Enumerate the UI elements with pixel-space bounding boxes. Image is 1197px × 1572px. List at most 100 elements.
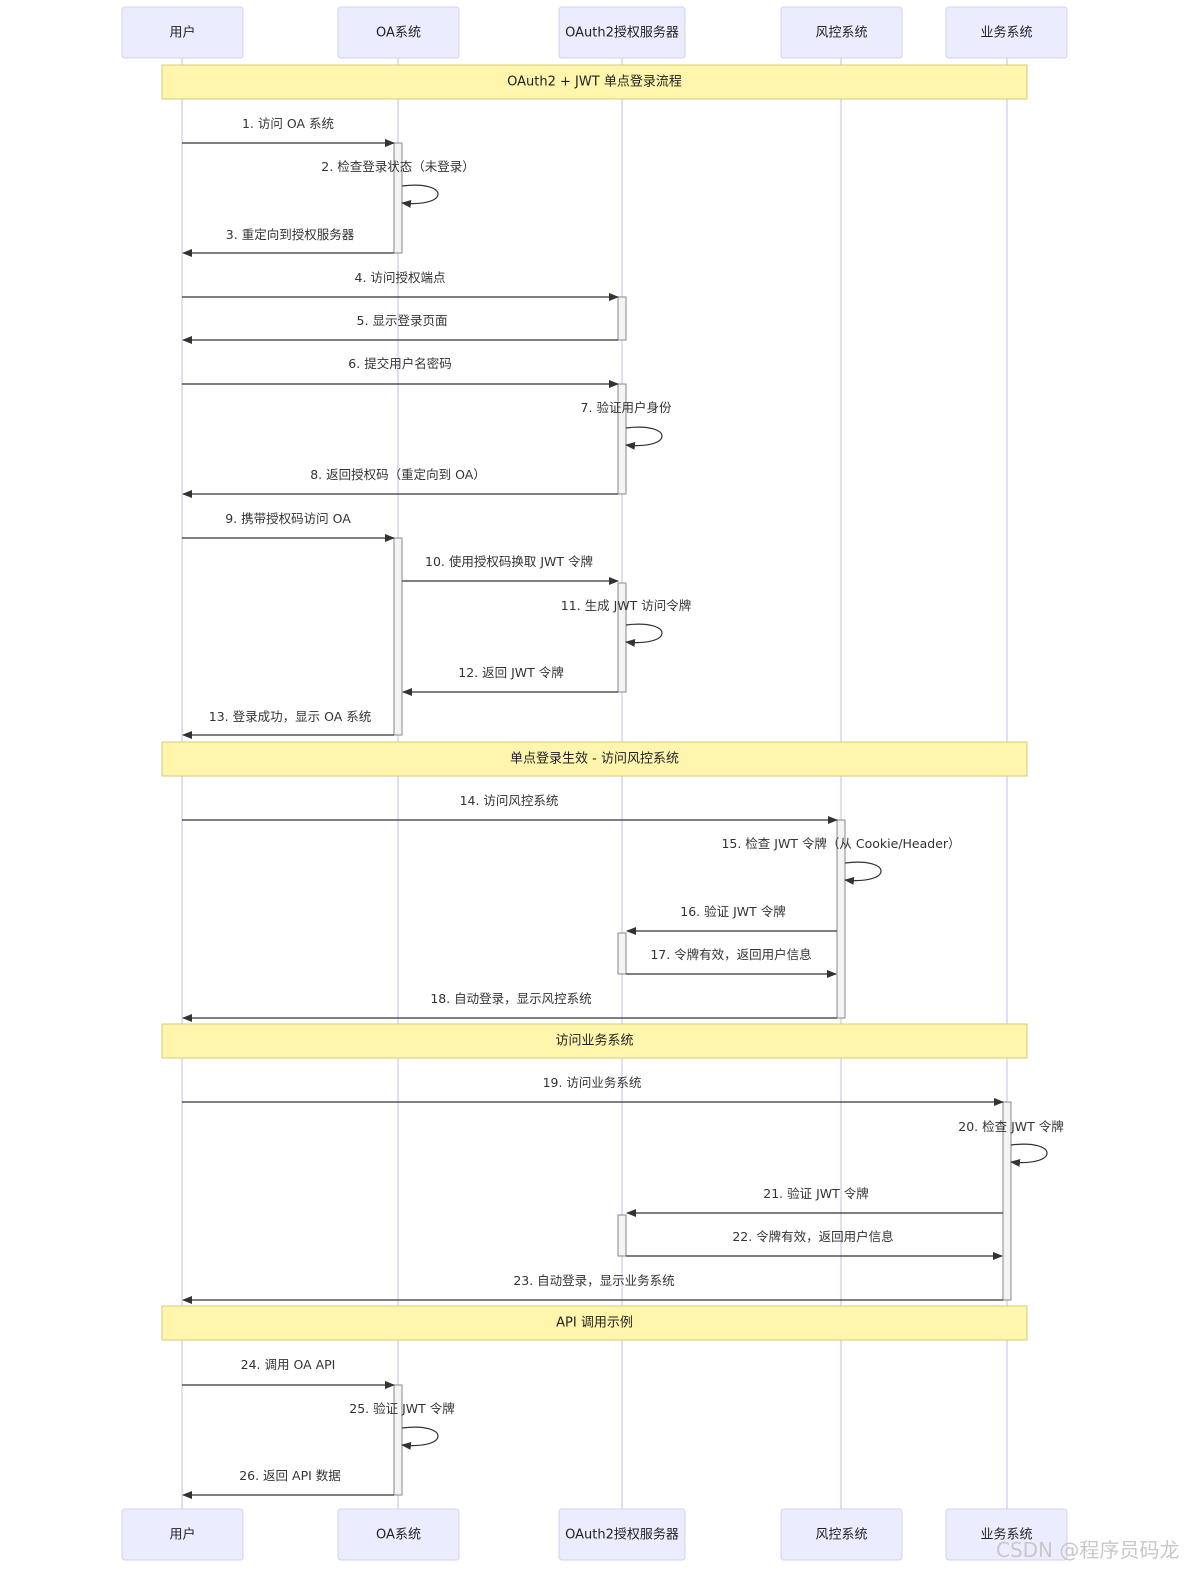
actor-box (337, 1508, 460, 1561)
message-label: 7. 验证用户身份 (581, 400, 672, 415)
message-label: 6. 提交用户名密码 (348, 356, 451, 371)
note-section: 单点登录生效 - 访问风控系统 (161, 741, 1028, 777)
message: 24. 调用 OA API (182, 1357, 395, 1389)
message: 3. 重定向到授权服务器 (182, 227, 394, 257)
actor-user: 用户 (121, 6, 244, 59)
actor-label: 业务系统 (980, 1527, 1032, 1543)
message: 6. 提交用户名密码 (182, 356, 619, 388)
watermark: CSDN @程序员码龙 (996, 1538, 1179, 1562)
message-label: 10. 使用授权码换取 JWT 令牌 (425, 554, 593, 569)
note-box (161, 64, 1028, 100)
actor-box (558, 6, 686, 59)
actor-label: 用户 (169, 25, 195, 41)
note-text: API 调用示例 (556, 1316, 633, 1331)
message-label: 24. 调用 OA API (241, 1357, 336, 1372)
message-label: 2. 检查登录状态（未登录） (321, 159, 474, 174)
message-self-arrow (844, 861, 882, 885)
activation-bar (617, 582, 627, 693)
message-label: 5. 显示登录页面 (357, 313, 448, 328)
message-self-arrow (1010, 1143, 1048, 1167)
actor-label: 业务系统 (980, 25, 1032, 41)
actor-label: OAuth2授权服务器 (565, 1527, 679, 1543)
message: 19. 访问业务系统 (182, 1075, 1004, 1106)
actor-label: OAuth2授权服务器 (565, 25, 679, 41)
actor-box (121, 1508, 244, 1561)
message-label: 9. 携带授权码访问 OA (225, 511, 351, 526)
actor-label: OA系统 (376, 1528, 421, 1543)
message: 14. 访问风控系统 (182, 793, 838, 824)
activation-bar (836, 819, 846, 1019)
message: 7. 验证用户身份 (581, 400, 672, 450)
actor-box (337, 6, 460, 59)
message-label: 17. 令牌有效，返回用户信息 (650, 947, 811, 962)
note-section: OAuth2 + JWT 单点登录流程 (161, 64, 1028, 100)
actor-auth: OAuth2授权服务器 (558, 6, 686, 59)
message-self-arrow (401, 184, 439, 208)
message-label: 4. 访问授权端点 (355, 270, 446, 285)
messages: 1. 访问 OA 系统 2. 检查登录状态（未登录） 3. 重定向到授权服务器 … (182, 116, 1064, 1499)
activation-bar (1002, 1101, 1012, 1301)
message: 12. 返回 JWT 令牌 (402, 665, 618, 696)
actor-box (780, 6, 903, 59)
actor-box (558, 1508, 686, 1561)
message-label: 23. 自动登录，显示业务系统 (513, 1273, 674, 1288)
lifelines (181, 58, 1008, 1509)
message: 17. 令牌有效，返回用户信息 (626, 947, 837, 978)
actor-risk: 风控系统 (780, 1508, 903, 1561)
message-label: 16. 验证 JWT 令牌 (680, 904, 785, 919)
message: 25. 验证 JWT 令牌 (349, 1401, 455, 1450)
message-label: 22. 令牌有效，返回用户信息 (732, 1229, 893, 1244)
message: 18. 自动登录，显示风控系统 (182, 991, 837, 1022)
note-section: 访问业务系统 (161, 1023, 1028, 1059)
message-self-arrow (625, 426, 663, 450)
message: 23. 自动登录，显示业务系统 (182, 1273, 1003, 1304)
message: 21. 验证 JWT 令牌 (626, 1186, 1003, 1217)
message: 2. 检查登录状态（未登录） (321, 159, 475, 208)
message: 10. 使用授权码换取 JWT 令牌 (402, 554, 619, 585)
message-label: 13. 登录成功，显示 OA 系统 (209, 709, 371, 724)
message: 4. 访问授权端点 (182, 270, 619, 301)
note-text: OAuth2 + JWT 单点登录流程 (507, 75, 682, 90)
message: 16. 验证 JWT 令牌 (626, 904, 837, 935)
message-label: 11. 生成 JWT 访问令牌 (561, 598, 691, 613)
message: 1. 访问 OA 系统 (182, 116, 395, 147)
actor-risk: 风控系统 (780, 6, 903, 59)
actor-box (121, 6, 244, 59)
actor-biz: 业务系统 (945, 1508, 1068, 1561)
actor-box (780, 1508, 903, 1561)
actor-label: 风控系统 (815, 26, 867, 41)
message-label: 8. 返回授权码（重定向到 OA） (310, 467, 486, 482)
message-label: 25. 验证 JWT 令牌 (349, 1401, 454, 1416)
message-label: 14. 访问风控系统 (460, 793, 559, 808)
message: 5. 显示登录页面 (182, 313, 618, 344)
actor-label: 用户 (169, 1527, 195, 1543)
activation-bar (393, 1384, 403, 1496)
activation-bar (617, 932, 627, 975)
activation-bar (393, 537, 403, 736)
actor-oa: OA系统 (337, 6, 460, 59)
actor-box (945, 1508, 1068, 1561)
message-label: 18. 自动登录，显示风控系统 (430, 991, 591, 1006)
message: 15. 检查 JWT 令牌（从 Cookie/Header） (721, 836, 961, 885)
message-label: 19. 访问业务系统 (543, 1075, 642, 1090)
message-self-arrow (401, 1426, 439, 1450)
message-label: 3. 重定向到授权服务器 (226, 227, 355, 242)
note-text: 访问业务系统 (555, 1033, 633, 1049)
actor-label: 风控系统 (815, 1528, 867, 1543)
note-text: 单点登录生效 - 访问风控系统 (510, 752, 679, 767)
message-label: 12. 返回 JWT 令牌 (458, 665, 563, 680)
actor-biz: 业务系统 (945, 6, 1068, 59)
message-label: 26. 返回 API 数据 (239, 1468, 341, 1483)
actor-user: 用户 (121, 1508, 244, 1561)
actor-auth: OAuth2授权服务器 (558, 1508, 686, 1561)
note-section: API 调用示例 (161, 1305, 1028, 1341)
actor-label: OA系统 (376, 26, 421, 41)
message-label: 1. 访问 OA 系统 (242, 116, 334, 131)
message-label: 15. 检查 JWT 令牌（从 Cookie/Header） (721, 836, 960, 851)
message-label: 20. 检查 JWT 令牌 (958, 1119, 1063, 1134)
activations (393, 142, 1012, 1496)
activation-bar (617, 1214, 627, 1257)
activation-bar (617, 296, 627, 341)
message-label: 21. 验证 JWT 令牌 (763, 1186, 868, 1201)
